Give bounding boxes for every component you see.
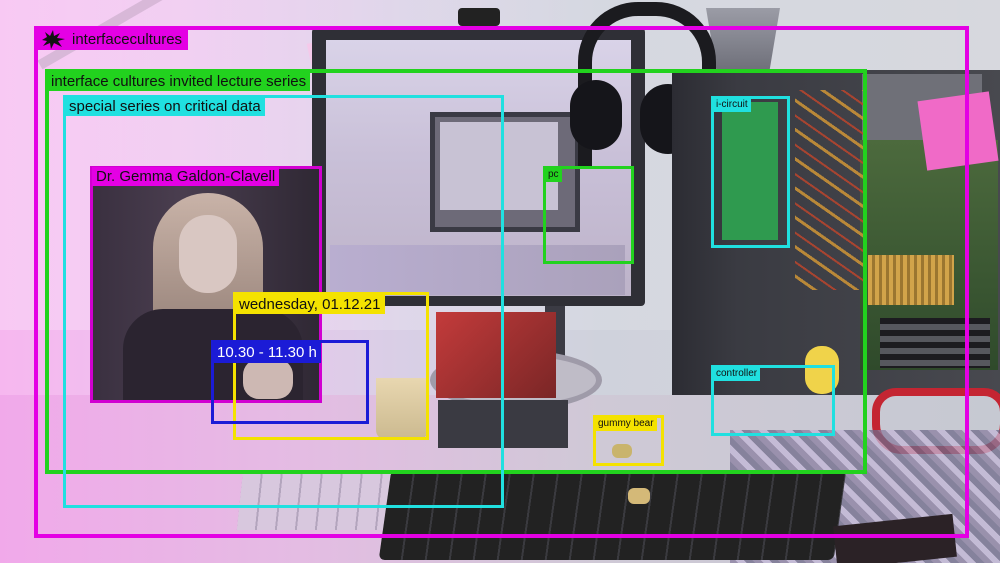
pc-label: pc <box>545 168 562 182</box>
gummy-bear-label: gummy bear <box>595 417 657 431</box>
cpu-cooler <box>868 255 954 305</box>
gummy-bear-frame <box>593 415 664 466</box>
plant-pot <box>706 8 780 70</box>
coffee-cup <box>376 378 428 440</box>
nested-screen <box>440 122 558 210</box>
expansion-slots <box>880 318 990 368</box>
date-label: wednesday, 01.12.21 <box>235 294 385 314</box>
lecture-series-label: interface cultures invited lecture serie… <box>47 71 311 91</box>
special-series-frame <box>63 95 504 508</box>
circuit-board <box>722 102 778 240</box>
speaker-hand <box>243 359 293 399</box>
i-circuit-label: i-circuit <box>713 98 751 112</box>
gummy-bear-candy <box>612 444 632 458</box>
brand-label: interfacecultures <box>36 28 189 50</box>
book-red <box>436 312 556 398</box>
speaker-face <box>179 215 237 293</box>
speaker-name-label: Dr. Gemma Galdon-Clavell <box>92 167 280 186</box>
brand-frame <box>34 26 969 538</box>
date-frame <box>233 292 429 440</box>
controller-frame <box>711 365 835 436</box>
splat-logo-icon <box>42 30 65 49</box>
brand-name: interfacecultures <box>72 30 183 48</box>
lecture-series-frame <box>45 69 867 474</box>
webcam <box>458 8 500 26</box>
desk-on-screen <box>330 245 625 295</box>
cables <box>795 90 865 290</box>
time-label: 10.30 - 11.30 h <box>213 342 321 363</box>
time-frame <box>211 340 369 424</box>
special-series-label: special series on critical data <box>65 97 265 116</box>
pc-frame <box>543 166 634 264</box>
headphone-ear-left <box>570 80 622 150</box>
i-circuit-frame <box>711 96 790 248</box>
gummy-bear-candy <box>628 488 650 504</box>
controller-label: controller <box>713 367 761 381</box>
